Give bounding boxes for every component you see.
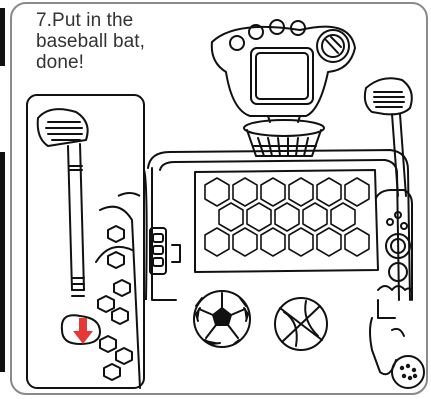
step-instruction-text: 7.Put in the baseball bat, done! xyxy=(36,10,196,73)
